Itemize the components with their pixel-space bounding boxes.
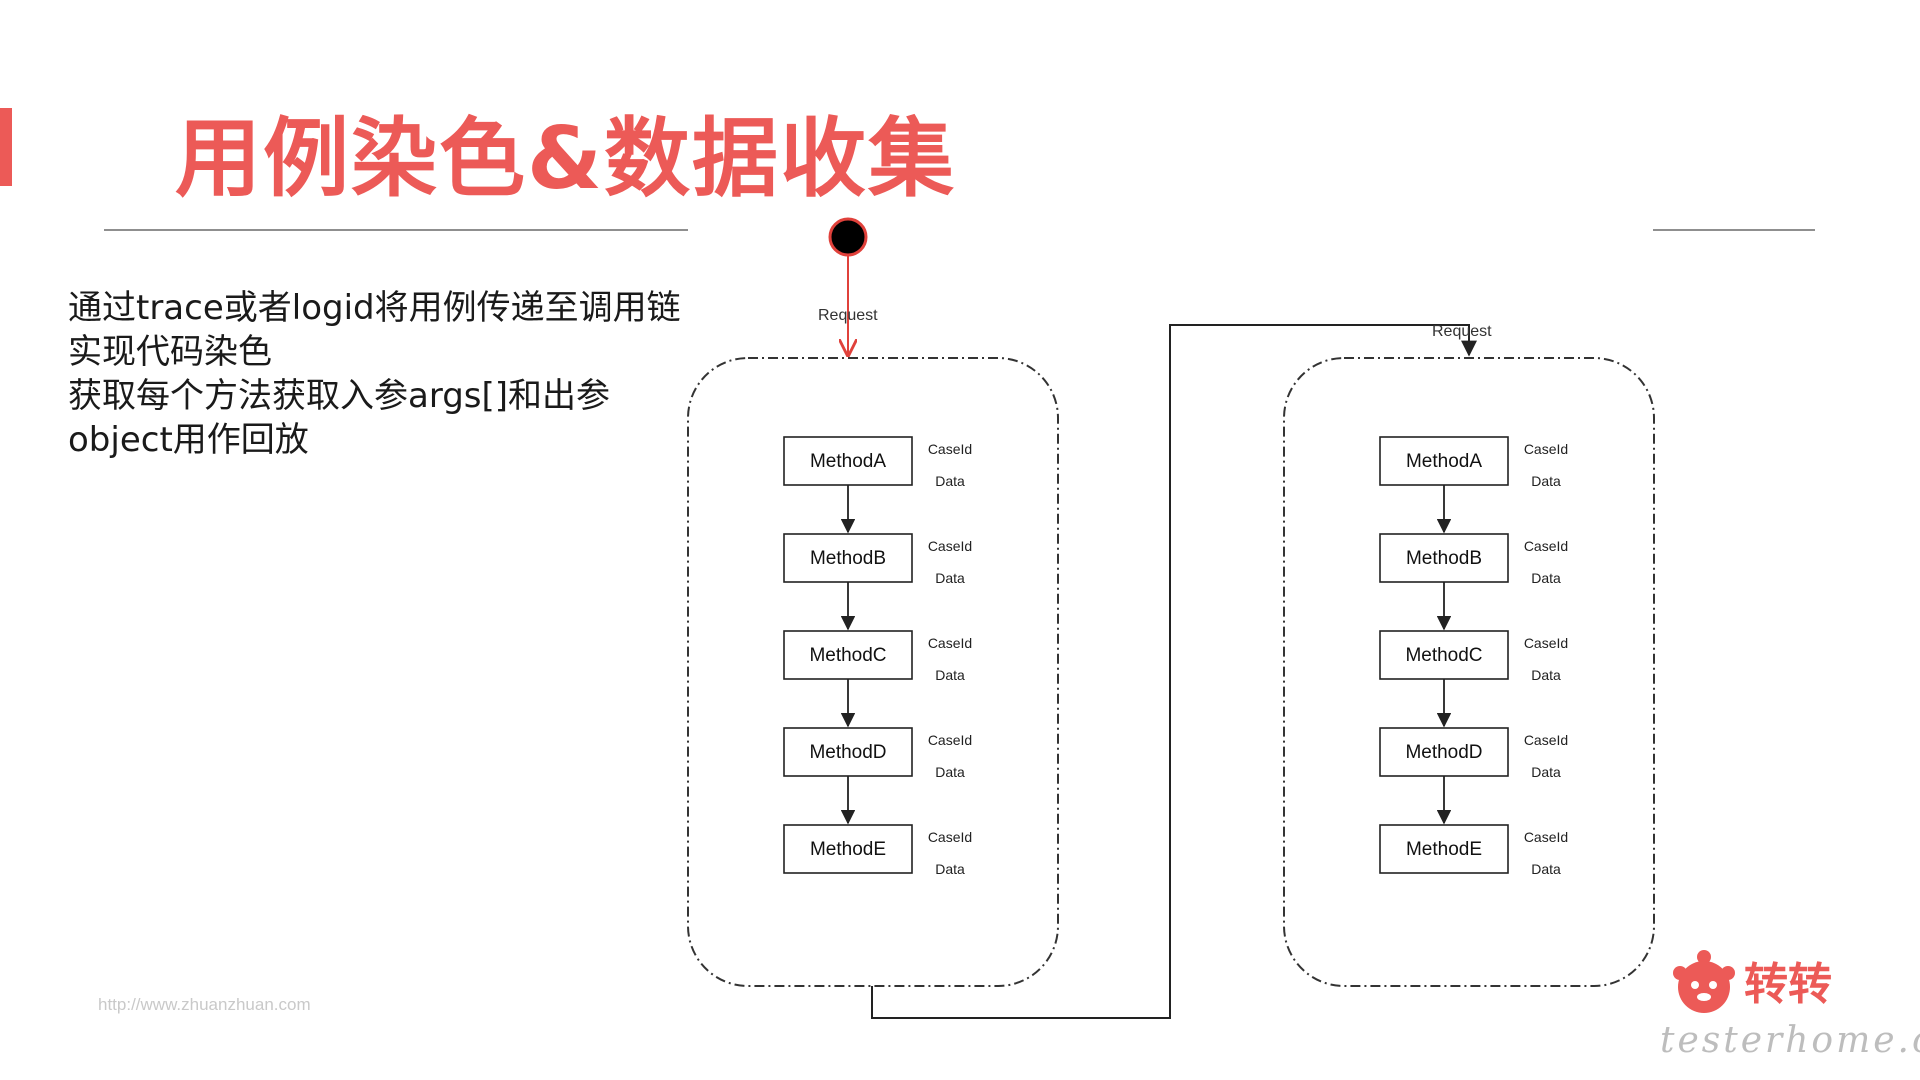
process-container-1 bbox=[687, 357, 1059, 987]
data-label: Data bbox=[1531, 764, 1561, 780]
caseid-label: CaseId bbox=[1524, 538, 1568, 554]
watermark: testerhome.com bbox=[1660, 1020, 1920, 1061]
chain-connector bbox=[871, 324, 1477, 1019]
title-divider-right bbox=[1653, 229, 1815, 231]
description-line: 通过trace或者logid将用例传递至调用链 bbox=[68, 288, 681, 328]
method-box bbox=[783, 824, 913, 874]
data-label: Data bbox=[935, 764, 965, 780]
description-line: 实现代码染色 bbox=[68, 332, 272, 372]
request-label-1: Request bbox=[818, 307, 878, 324]
data-label: Data bbox=[935, 861, 965, 877]
data-label: Data bbox=[935, 570, 965, 586]
data-label: Data bbox=[1531, 570, 1561, 586]
caseid-label: CaseId bbox=[928, 829, 972, 845]
method-label: MethodA bbox=[810, 451, 886, 472]
data-label: Data bbox=[1531, 473, 1561, 489]
caseid-label: CaseId bbox=[1524, 732, 1568, 748]
caseid-label: CaseId bbox=[928, 635, 972, 651]
method-label: MethodD bbox=[1405, 742, 1482, 763]
method-box bbox=[1379, 533, 1509, 583]
method-box bbox=[1379, 630, 1509, 680]
method-label: MethodB bbox=[810, 548, 886, 569]
description-text: 通过trace或者logid将用例传递至调用链 实现代码染色 获取每个方法获取入… bbox=[68, 286, 708, 462]
method-chain-2: MethodACaseIdDataMethodBCaseIdDataMethod… bbox=[1379, 436, 1568, 877]
request-label-2: Request bbox=[1432, 323, 1492, 340]
caseid-label: CaseId bbox=[1524, 441, 1568, 457]
data-label: Data bbox=[1531, 667, 1561, 683]
data-label: Data bbox=[1531, 861, 1561, 877]
caseid-label: CaseId bbox=[1524, 635, 1568, 651]
start-node bbox=[828, 217, 868, 257]
method-box bbox=[1379, 824, 1509, 874]
slide-title: 用例染色&数据收集 bbox=[175, 109, 956, 209]
method-label: MethodB bbox=[1406, 548, 1482, 569]
mascot-icon bbox=[1673, 950, 1735, 1013]
caseid-label: CaseId bbox=[928, 538, 972, 554]
caseid-label: CaseId bbox=[1524, 829, 1568, 845]
method-label: MethodA bbox=[1406, 451, 1482, 472]
method-box bbox=[783, 630, 913, 680]
process-container-2 bbox=[1283, 357, 1655, 987]
data-label: Data bbox=[935, 667, 965, 683]
caseid-label: CaseId bbox=[928, 732, 972, 748]
method-chain-1: MethodACaseIdDataMethodBCaseIdDataMethod… bbox=[783, 436, 972, 877]
title-divider-left bbox=[104, 229, 688, 231]
description-line: object用作回放 bbox=[68, 420, 309, 460]
method-label: MethodC bbox=[1405, 645, 1482, 666]
logo-text: 转转 bbox=[1744, 959, 1832, 1010]
method-label: MethodE bbox=[1406, 839, 1482, 860]
caseid-label: CaseId bbox=[928, 441, 972, 457]
method-label: MethodE bbox=[810, 839, 886, 860]
title-accent-bar bbox=[0, 108, 12, 186]
footer-url: http://www.zhuanzhuan.com bbox=[98, 995, 311, 1014]
method-label: MethodC bbox=[809, 645, 886, 666]
method-box bbox=[1379, 727, 1509, 777]
description-line: 获取每个方法获取入参args[]和出参 bbox=[68, 376, 611, 416]
zhuanzhuan-logo: 转转 bbox=[1672, 945, 1832, 1015]
data-label: Data bbox=[935, 473, 965, 489]
method-label: MethodD bbox=[809, 742, 886, 763]
